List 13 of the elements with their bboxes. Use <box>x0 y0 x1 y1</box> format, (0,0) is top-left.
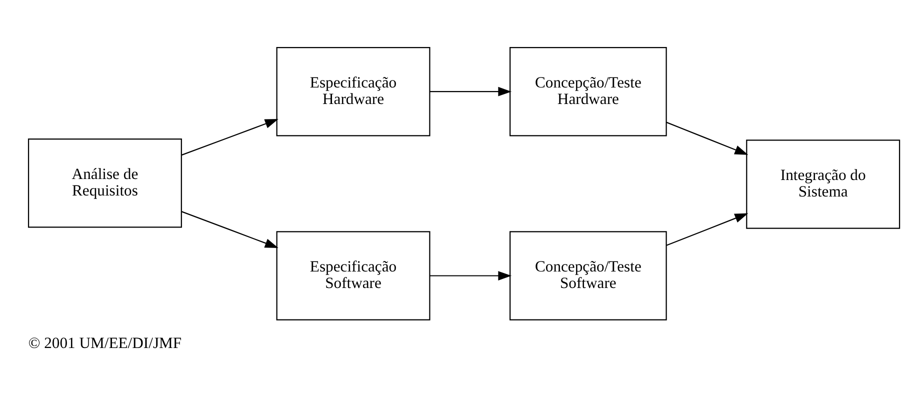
arrow <box>429 271 512 280</box>
node-box: Concepção/Teste Software <box>509 231 666 320</box>
arrow <box>666 213 748 246</box>
node-box: Concepção/Teste Hardware <box>509 46 666 136</box>
node-box: Integração do Sistema <box>746 140 900 229</box>
arrow <box>429 86 512 96</box>
label: © 2001 UM/EE/DI/JMF <box>28 334 182 352</box>
arrow <box>180 211 278 248</box>
arrow <box>180 119 278 156</box>
arrow <box>666 122 748 155</box>
node-box: Análise de Requisitos <box>27 138 182 228</box>
node-box: Especificação Hardware <box>276 46 430 136</box>
node-box: Especificação Software <box>276 231 430 320</box>
